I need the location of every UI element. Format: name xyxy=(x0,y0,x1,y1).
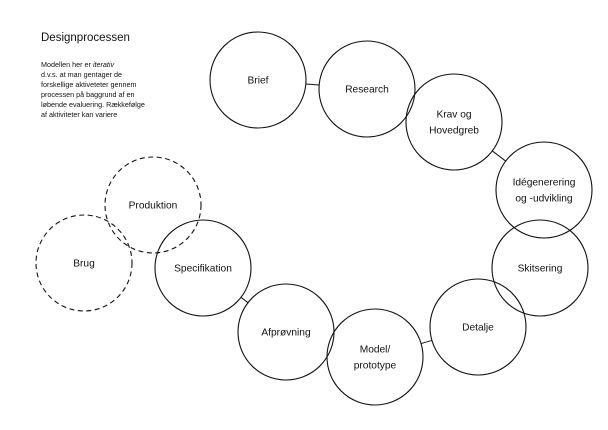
node-brief-circle xyxy=(209,31,307,129)
node-research: Research xyxy=(318,40,416,138)
node-produktion-circle xyxy=(104,156,202,254)
node-detalje-circle xyxy=(429,278,527,376)
node-skitsering: Skitsering xyxy=(491,219,589,317)
node-brief: Brief xyxy=(209,31,307,129)
node-model-label: prototype xyxy=(354,361,397,372)
node-idegenerering-label: Idégenerering xyxy=(513,178,576,189)
connector-afproevning-specifikation xyxy=(240,296,249,304)
node-brief-label: Brief xyxy=(248,76,269,87)
node-brug-circle xyxy=(35,214,133,312)
node-detalje-label: Detalje xyxy=(462,323,494,334)
node-research-label: Research xyxy=(345,85,389,96)
node-brug: Brug xyxy=(35,214,133,312)
node-brug-label: Brug xyxy=(73,259,95,270)
node-detalje: Detalje xyxy=(429,278,527,376)
node-krav: Krav og Hovedgreb xyxy=(405,73,503,171)
node-afproevning-label: Afprøvning xyxy=(261,328,311,339)
node-model-circle xyxy=(326,308,424,406)
desc-line: forskellige aktiveteter gennem xyxy=(41,80,137,89)
node-afproevning: Afprøvning xyxy=(237,283,335,381)
node-research-circle xyxy=(318,40,416,138)
connector-detalje-model xyxy=(420,339,433,345)
node-idegenerering-circle xyxy=(495,141,593,239)
connections xyxy=(240,83,507,345)
node-krav-label: Hovedgreb xyxy=(429,126,479,137)
node-idegenerering: Idégenerering og -udvikling xyxy=(495,141,593,239)
diagram-title: Designprocessen xyxy=(41,32,130,44)
connector-krav-idegenerering xyxy=(491,150,507,162)
node-skitsering-label: Skitsering xyxy=(518,264,563,275)
desc-line: processen på baggrund af en xyxy=(41,90,135,99)
node-specifikation-label: Specifikation xyxy=(174,264,232,275)
node-skitsering-circle xyxy=(491,219,589,317)
desc-line: d.v.s. at man gentager de xyxy=(41,70,122,79)
node-krav-label: Krav og xyxy=(436,110,471,121)
desc-iterativ-emphasis: iterativ xyxy=(92,60,115,69)
node-model: Model/prototype xyxy=(326,308,424,406)
desc-line-1-text: Modellen her er xyxy=(41,60,93,69)
node-produktion: Produktion xyxy=(104,156,202,254)
desc-line: løbende evaluering. Rækkefølge xyxy=(41,100,145,109)
desc-line: af aktiviteter kan variere xyxy=(41,110,118,119)
node-afproevning-circle xyxy=(237,283,335,381)
node-specifikation-circle xyxy=(154,219,252,317)
node-krav-circle xyxy=(405,73,503,171)
node-produktion-label: Produktion xyxy=(129,201,178,212)
node-specifikation: Specifikation xyxy=(154,219,252,317)
node-idegenerering-label: og -udvikling xyxy=(515,194,573,205)
node-model-label: Model/ xyxy=(360,345,391,356)
connector-brief-research xyxy=(305,83,320,86)
